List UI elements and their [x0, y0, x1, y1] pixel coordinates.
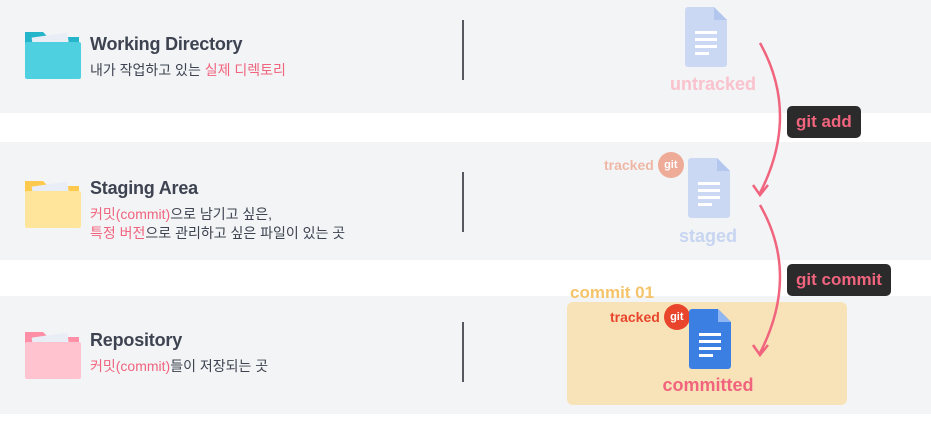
git-commit-command: git commit: [787, 264, 891, 296]
flow-arrows: [751, 42, 782, 358]
divider: [462, 172, 464, 232]
desc-text: 으로 관리하고 싶은 파일이 있는 곳: [145, 225, 346, 241]
row-title: Repository: [90, 330, 183, 350]
row-description: 커밋(commit)들이 저장되는 곳: [90, 357, 268, 376]
working-directory-label: Working Directory 내가 작업하고 있는 실제 디렉토리: [90, 34, 286, 80]
tracked-text: tracked: [604, 157, 654, 173]
add-arrow: [758, 42, 782, 194]
divider: [462, 322, 464, 382]
committed-label: committed: [662, 375, 754, 395]
folder-icon: [25, 32, 81, 79]
untracked-label: untracked: [669, 74, 757, 94]
staged-label: staged: [678, 226, 738, 246]
row-title: Working Directory: [90, 34, 243, 54]
folder-icon: [25, 332, 81, 379]
commit-label: commit 01: [570, 283, 655, 302]
desc-highlight: 커밋(commit): [90, 206, 171, 222]
commit-arrow: [758, 204, 782, 354]
git-logo-icon: git: [663, 304, 690, 330]
tracked-indicator: tracked git: [604, 152, 684, 178]
document-icon: [688, 158, 730, 218]
desc-text: 들이 저장되는 곳: [170, 358, 269, 374]
tracked-text: tracked: [610, 309, 660, 325]
row-description: 커밋(commit)으로 남기고 싶은, 특정 버전으로 관리하고 싶은 파일이…: [90, 205, 345, 243]
desc-highlight: 커밋(commit): [90, 358, 171, 374]
desc-text: 내가 작업하고 있는: [90, 62, 205, 78]
divider: [462, 20, 464, 80]
row-title: Staging Area: [90, 178, 198, 198]
tracked-indicator: tracked git: [610, 304, 690, 330]
git-logo-icon: git: [657, 152, 684, 178]
document-icon: [689, 309, 731, 369]
desc-highlight: 특정 버전: [90, 225, 146, 241]
desc-text: 으로 남기고 싶은,: [170, 206, 273, 222]
desc-highlight: 실제 디렉토리: [204, 62, 286, 78]
folder-icon: [25, 181, 81, 228]
repository-label: Repository 커밋(commit)들이 저장되는 곳: [90, 330, 268, 376]
document-icon: [685, 7, 727, 67]
row-description: 내가 작업하고 있는 실제 디렉토리: [90, 61, 286, 80]
working-directory-band: [0, 0, 931, 113]
staging-area-label: Staging Area 커밋(commit)으로 남기고 싶은, 특정 버전으…: [90, 178, 345, 243]
git-add-command: git add: [787, 106, 861, 138]
